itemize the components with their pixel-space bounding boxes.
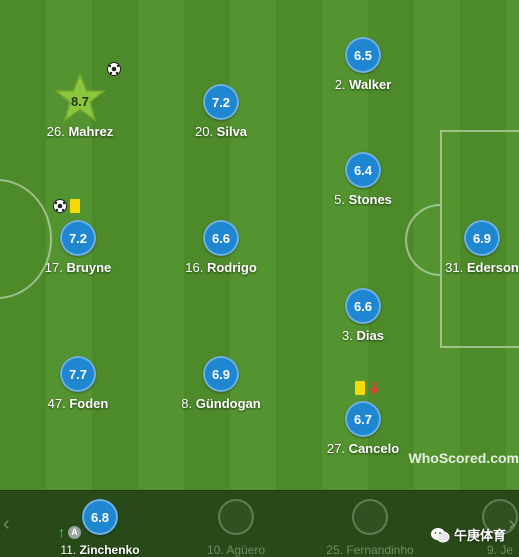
player-name: 26. Mahrez	[46, 124, 114, 139]
player-name: 16. Rodrigo	[185, 260, 257, 275]
bench-player-partial[interactable]: 9. Je	[440, 499, 519, 557]
motm-star-icon: 8.7	[53, 72, 107, 124]
player-rating: 6.4	[345, 152, 381, 188]
player-walker[interactable]: 6.5 2. Walker	[308, 37, 418, 107]
player-name: 47. Foden	[47, 396, 109, 411]
player-rating: 6.6	[345, 288, 381, 324]
goal-ball-icon	[107, 62, 121, 76]
yellow-card-icon	[355, 381, 365, 395]
player-name: 20. Silva	[194, 124, 248, 139]
player-bruyne[interactable]: 7.2 17. Bruyne	[23, 199, 133, 290]
player-name: 17. Bruyne	[44, 260, 112, 275]
empty-rating	[482, 499, 518, 535]
bench-prev-arrow[interactable]: ‹	[3, 513, 10, 535]
player-name: 10. Agüero	[206, 543, 266, 557]
player-rodrigo[interactable]: 6.6 16. Rodrigo	[166, 220, 276, 290]
goal-ball-icon	[53, 199, 67, 213]
penalty-box	[440, 130, 519, 348]
sub-on-arrow-icon: ↑	[58, 524, 65, 540]
player-name: 27. Cancelo	[326, 441, 400, 456]
player-rating: 7.2	[203, 84, 239, 120]
assist-badge-icon: A	[68, 525, 81, 539]
player-rating: 6.6	[203, 220, 239, 256]
player-rating: 6.9	[203, 356, 239, 392]
whoscored-watermark: WhoScored.com	[409, 450, 519, 466]
yellow-card-icon	[70, 199, 80, 213]
player-gundogan[interactable]: 6.9 8. Gündogan	[166, 356, 276, 426]
player-rating: 6.5	[345, 37, 381, 73]
player-stones[interactable]: 6.4 5. Stones	[308, 152, 418, 222]
player-name: 2. Walker	[334, 77, 392, 92]
player-rating: 8.7	[70, 93, 90, 109]
player-rating: 7.7	[60, 356, 96, 392]
bench-player-zinchenko[interactable]: 6.8 ↑ A 11. Zinchenko	[40, 499, 160, 557]
player-name: 3. Dias	[342, 328, 384, 343]
sub-off-arrow-icon	[369, 382, 379, 395]
player-rating: 6.9	[464, 220, 500, 256]
player-silva[interactable]: 7.2 20. Silva	[166, 84, 276, 154]
bench-player-fernandinho[interactable]: 25. Fernandinho	[310, 499, 430, 557]
wechat-icon	[431, 527, 450, 542]
player-name: 5. Stones	[334, 192, 392, 207]
bench-player-aguero[interactable]: 10. Agüero	[176, 499, 296, 557]
empty-rating	[218, 499, 254, 535]
pitch: 8.7 26. Mahrez 7.2 20. Silva 6.5 2. Walk…	[0, 0, 519, 490]
player-rating: 6.7	[345, 401, 381, 437]
empty-rating	[352, 499, 388, 535]
player-name: 9. Je	[486, 543, 514, 557]
wechat-account-label: 午庚体育	[430, 525, 506, 544]
player-mahrez[interactable]: 8.7 26. Mahrez	[25, 62, 135, 154]
substitutes-bar: ‹ › 6.8 ↑ A 11. Zinchenko 10. Agüero 25.…	[0, 490, 519, 557]
player-name: 11. Zinchenko	[60, 543, 140, 557]
player-cancelo[interactable]: 6.7 27. Cancelo	[308, 381, 418, 471]
player-rating: 6.8	[82, 499, 118, 535]
player-rating: 7.2	[60, 220, 96, 256]
player-dias[interactable]: 6.6 3. Dias	[308, 288, 418, 358]
player-name: 25. Fernandinho	[326, 543, 414, 557]
watermark-text: WhoScored.com	[408, 450, 519, 466]
player-name: 8. Gündogan	[181, 396, 261, 411]
player-ederson[interactable]: 6.9 31. Ederson	[427, 220, 519, 290]
player-foden[interactable]: 7.7 47. Foden	[23, 356, 133, 426]
player-name: 31. Ederson	[445, 260, 519, 275]
